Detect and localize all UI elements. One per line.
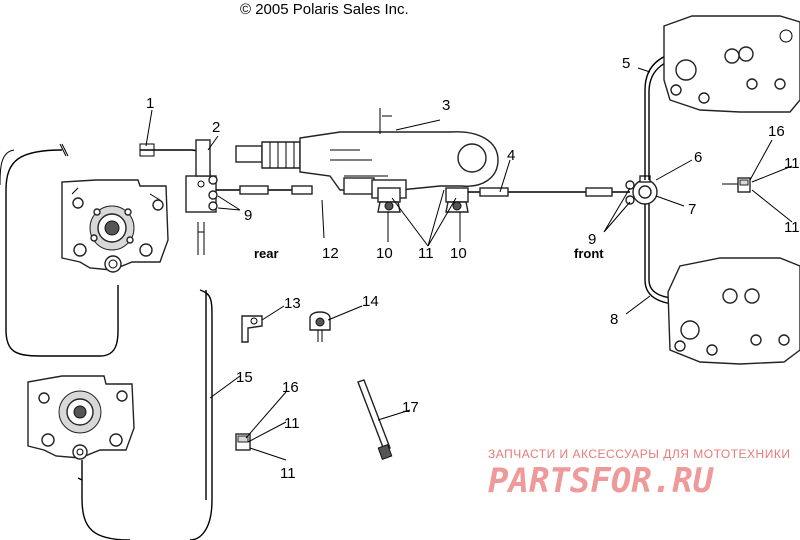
label-8: 8 [610,311,618,328]
copyright-text: © 2005 Polaris Sales Inc. [240,1,409,18]
rear-brake-line-loop [5,149,119,357]
front-lower-caliper [667,257,800,365]
label-15: 15 [236,369,253,386]
watermark-tagline: ЗАПЧАСТИ И АКСЕССУАРЫ ДЛЯ МОТОТЕХНИКИ [488,447,790,461]
front-upper-caliper [663,15,800,113]
watermark-logo: PARTSFOR.RU [488,461,715,501]
rear-upper-caliper [61,179,169,273]
label-17: 17 [402,399,419,416]
banjo-fitting-right [445,187,469,213]
label-10-right: 10 [450,245,467,262]
label-11-right-a: 11 [784,155,800,172]
label-10-left: 10 [376,245,393,262]
brake-line-15 [189,289,213,540]
label-3: 3 [442,97,450,114]
label-9-front: 9 [588,231,596,248]
label-11-lower-b: 11 [280,465,296,482]
bolt-17 [357,379,393,460]
label-6: 6 [694,149,702,166]
fitting-16-right [722,177,751,193]
label-16-lower: 16 [282,379,299,396]
tee-block-rear [185,139,218,255]
banjo-fitting-left [377,187,401,213]
label-12: 12 [322,245,339,262]
callout-front: front [574,246,604,261]
label-11-lower-a: 11 [284,415,300,432]
tee-block-front [625,175,658,205]
callout-rear: rear [254,246,279,261]
label-11-center: 11 [418,245,434,262]
leader-lines [145,67,793,461]
master-cylinder [235,108,499,199]
label-13: 13 [284,295,301,312]
label-14: 14 [362,293,379,310]
label-5: 5 [622,55,630,72]
label-7: 7 [688,201,696,218]
rear-lower-caliper [27,375,135,460]
label-4: 4 [507,147,515,164]
label-9-rear: 9 [244,207,252,224]
label-2: 2 [212,119,220,136]
label-16-right: 16 [768,123,785,140]
label-1: 1 [146,95,154,112]
clip-13 [241,315,263,343]
bracket-14 [309,311,331,342]
label-11-right-b: 11 [784,219,800,236]
rear-lower-line [77,460,131,540]
